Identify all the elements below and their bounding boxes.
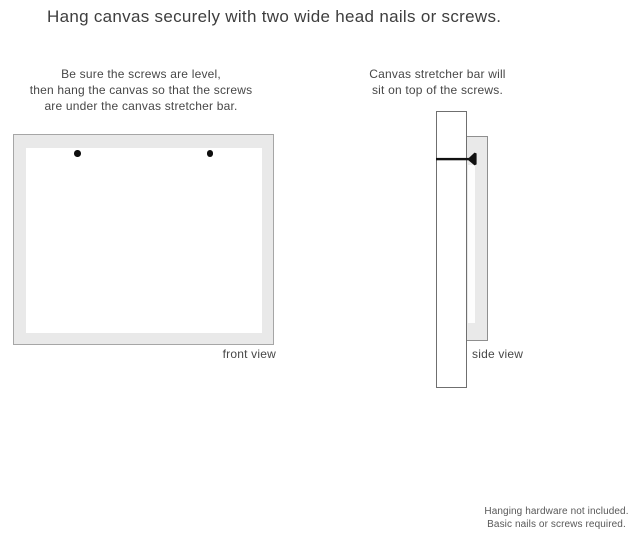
side-view-instructions: Canvas stretcher bar will sit on top of … <box>357 66 518 98</box>
instruction-line: Canvas stretcher bar will <box>369 67 506 81</box>
nail-head <box>468 152 477 166</box>
instruction-line: then hang the canvas so that the screws <box>29 83 253 97</box>
side-view-label: side view <box>472 347 524 361</box>
nail-icon <box>436 152 477 166</box>
hardware-note: Hanging hardware not included. Basic nai… <box>476 505 637 531</box>
hardware-note-line: Hanging hardware not included. <box>484 506 629 517</box>
nail-shaft <box>436 157 470 161</box>
hardware-note-line: Basic nails or screws required. <box>487 519 626 530</box>
side-view-canvas-gap <box>467 165 475 323</box>
instruction-line: Be sure the screws are level, <box>61 67 221 81</box>
screw-dot-right <box>206 150 213 157</box>
instruction-line: are under the canvas stretcher bar. <box>44 99 238 113</box>
front-view-instructions: Be sure the screws are level, then hang … <box>20 66 262 114</box>
side-view-stretcher-bar <box>435 110 467 388</box>
instruction-line: sit on top of the screws. <box>371 83 504 97</box>
page-title: Hang canvas securely with two wide head … <box>47 7 502 26</box>
front-view-canvas-face <box>26 148 262 333</box>
screw-dot-left <box>74 150 81 157</box>
front-view-label: front view <box>222 347 276 361</box>
